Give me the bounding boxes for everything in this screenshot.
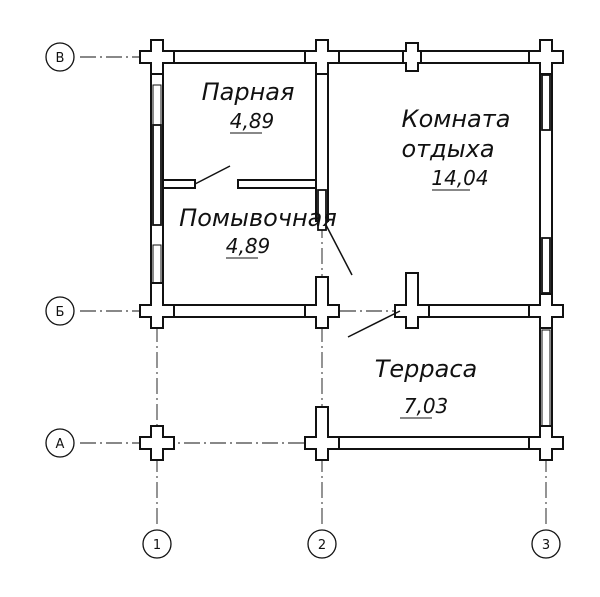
room-area: 4,89: [230, 109, 275, 133]
col-axis-label: 3: [542, 538, 550, 553]
corner-v2: [304, 39, 340, 75]
row-axis-label: В: [56, 51, 65, 66]
corner-v1: [139, 39, 175, 75]
corner-a3: [528, 425, 564, 461]
row-axis-v: В: [45, 42, 75, 72]
room-name: Терраса: [375, 355, 478, 383]
row-axis-label: Б: [56, 305, 65, 320]
room-name-line1: Комната: [402, 105, 511, 133]
corner-v3: [528, 39, 564, 75]
col-axis-3: 3: [531, 529, 561, 559]
corner-a1: [139, 425, 175, 461]
col-axis-2: 2: [307, 529, 337, 559]
room-name-line2: отдыха: [401, 135, 494, 163]
wall-b-left: [150, 304, 329, 318]
room-name: Помывочная: [179, 204, 337, 232]
wall-top: [149, 50, 554, 64]
partition-left: [162, 179, 196, 189]
corner-b2: [304, 276, 340, 329]
door-swings: [194, 165, 401, 338]
corner-b-mid: [394, 272, 430, 329]
room-area: 4,89: [226, 234, 271, 258]
door-swing-pomyvochnaya: [325, 224, 353, 276]
room-area: 14,04: [431, 166, 488, 190]
corner-a2: [304, 406, 340, 461]
door-swing-parnaya: [194, 165, 231, 185]
room-parnaya: Парная 4,89: [202, 78, 295, 134]
row-axis-label: А: [56, 437, 65, 452]
col-axis-label: 2: [318, 538, 326, 553]
door-swing-komnata: [347, 310, 401, 338]
col-axis-label: 1: [153, 538, 161, 553]
room-area: 7,03: [404, 394, 449, 418]
log-corners: [139, 39, 564, 461]
partition-right: [237, 179, 317, 189]
room-name: Парная: [202, 78, 295, 106]
room-terrasa: Терраса 7,03: [375, 355, 478, 419]
corner-v-mid: [402, 42, 422, 72]
row-axis-a: А: [45, 428, 75, 458]
col-axis-1: 1: [142, 529, 172, 559]
corner-b3: [528, 293, 564, 329]
wall-terrace-bottom: [321, 436, 547, 450]
corner-b1: [139, 282, 175, 329]
row-axis-b: Б: [45, 296, 75, 326]
room-komnata-otdykha: Комната отдыха 14,04: [401, 105, 511, 191]
room-pomyvochnaya: Помывочная 4,89: [179, 204, 337, 259]
